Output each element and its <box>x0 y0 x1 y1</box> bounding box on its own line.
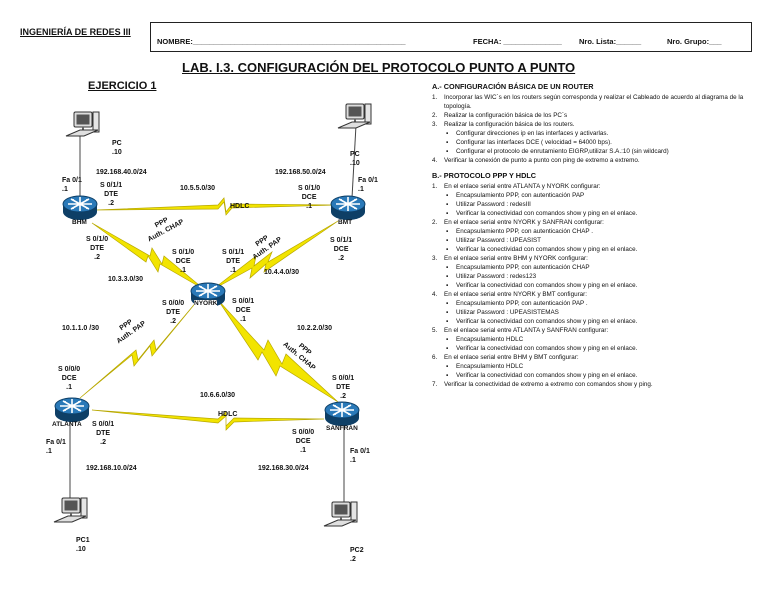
step-b5-sub: Encapsulamiento HDLC <box>432 335 762 344</box>
course-title: INGENIERÍA DE REDES III <box>20 27 131 37</box>
step-b4-sub: Encapsulamiento PPP, con autenticación P… <box>432 299 762 308</box>
interface-label: S 0/1/1 DTE .1 <box>222 249 245 274</box>
router-bhm-icon <box>62 195 98 221</box>
network-label: 10.6.6.0/30 <box>200 392 236 399</box>
step-b3-sub: Utilizar Password : redes123 <box>432 272 762 281</box>
pc-bmt-label: PC .10 <box>350 151 360 167</box>
step-b2-sub: Encapsulamiento PPP, con autenticación C… <box>432 227 762 236</box>
pc-bhm-icon <box>65 111 100 137</box>
pc-bhm-label: PC .10 <box>112 140 122 156</box>
interface-label: S 0/0/0 DTE .2 <box>162 300 185 325</box>
step-b2-sub: Utilizar Password : UPEASIST <box>432 236 762 245</box>
step-b5: 5.En el enlace serial entre ATLANTA y SA… <box>432 327 609 334</box>
nombre-field[interactable]: NOMBRE:_________________________________… <box>157 37 406 46</box>
interface-label: S 0/0/1 DTE .2 <box>332 375 355 400</box>
network-label: 192.168.50.0/24 <box>275 169 326 176</box>
step-b6-sub: Encapsulamiento HDLC <box>432 362 762 371</box>
step-b1-sub: Encapsulamiento PPP, con autenticación P… <box>432 191 762 200</box>
instructions-panel: A.- CONFIGURACIÓN BÁSICA DE UN ROUTER 1.… <box>432 82 762 389</box>
step-a3-sub: Configurar las interfaces DCE ( velocida… <box>432 138 762 147</box>
interface-label: Fa 0/1 .1 <box>46 439 66 455</box>
network-label: 192.168.10.0/24 <box>86 465 137 472</box>
step-b4-sub: Verificar la conectividad con comandos s… <box>432 317 762 326</box>
interface-label: S 0/0/1 DTE .2 <box>92 421 115 446</box>
step-b2: 2.En el enlace serial entre NYORK y SANF… <box>432 219 604 226</box>
pc-sanfran-icon <box>323 501 358 527</box>
ethernet-links <box>69 124 357 505</box>
network-label: 10.5.5.0/30 <box>180 185 216 192</box>
step-b7: 7.Verificar la conectividad de extremo a… <box>432 381 653 388</box>
step-b1-sub: Utilizar Password : redesIII <box>432 200 762 209</box>
lista-field[interactable]: Nro. Lista:______ <box>579 37 642 46</box>
router-nyork-label: NYORK <box>194 300 218 307</box>
network-label: 10.2.2.0/30 <box>297 325 333 332</box>
router-bhm-label: BHM <box>72 219 87 226</box>
interface-label: S 0/1/1 DTE .2 <box>100 182 123 207</box>
network-diagram <box>53 103 372 527</box>
student-info-box: NOMBRE:_________________________________… <box>150 22 752 52</box>
step-b2-sub: Verificar la conectividad con comandos s… <box>432 245 762 254</box>
lab-title: LAB. I.3. CONFIGURACIÓN DEL PROTOCOLO PU… <box>182 60 576 75</box>
link-label: HDLC <box>218 411 238 418</box>
step-b4-sub: Utilizar Password : UPEASISTEMAS <box>432 308 762 317</box>
interface-label: Fa 0/1 .1 <box>62 177 82 193</box>
pc-atlanta-icon <box>53 497 88 523</box>
step-b3: 3.En el enlace serial entre BHM y NYORK … <box>432 255 588 262</box>
network-label: 10.1.1.0 /30 <box>62 325 99 332</box>
router-bmt-icon <box>330 195 366 221</box>
fecha-field[interactable]: FECHA: ______________ <box>473 37 562 46</box>
router-bmt-label: BMT <box>338 219 353 226</box>
interface-label: S 0/0/1 DCE .1 <box>232 298 255 323</box>
interface-label: S 0/1/1 DCE .2 <box>330 237 353 262</box>
interface-label: S 0/0/0 DCE .1 <box>58 366 81 391</box>
section-b-heading: B.- PROTOCOLO PPP Y HDLC <box>432 171 537 180</box>
section-a-heading: A.- CONFIGURACIÓN BÁSICA DE UN ROUTER <box>432 82 594 91</box>
router-sanfran-icon <box>324 401 360 427</box>
step-a1: 1.Incorporar las WIC´s en los routers se… <box>432 94 744 110</box>
link-label: HDLC <box>230 203 250 210</box>
step-b6-sub: Verificar la conectividad con comandos s… <box>432 371 762 380</box>
ethernet-bmt-pc <box>351 124 357 199</box>
pc-sanfran-label: PC2 .2 <box>350 547 364 563</box>
network-label: 192.168.40.0/24 <box>96 169 147 176</box>
step-a2: 2.Realizar la configuración básica de lo… <box>432 112 568 119</box>
exercise-heading: EJERCICIO 1 <box>88 80 157 92</box>
step-b3-sub: Encapsulamiento PPP, con autenticación C… <box>432 263 762 272</box>
grupo-field[interactable]: Nro. Grupo:___ <box>667 37 722 46</box>
pc-atlanta-label: PC1 .10 <box>76 537 90 553</box>
interface-label: Fa 0/1 .1 <box>358 177 378 193</box>
step-b3-sub: Verificar la conectividad con comandos s… <box>432 281 762 290</box>
network-label: 192.168.30.0/24 <box>258 465 309 472</box>
network-label: 10.3.3.0/30 <box>108 276 144 283</box>
interface-label: Fa 0/1 .1 <box>350 448 370 464</box>
router-atlanta-label: ATLANTA <box>52 421 82 428</box>
step-a3-sub: Configurar direcciones ip en las interfa… <box>432 129 762 138</box>
interface-label: S 0/1/0 DCE .1 <box>172 249 195 274</box>
step-b1: 1.En el enlace serial entre ATLANTA y NY… <box>432 183 601 190</box>
step-b4: 4.En el enlace serial entre NYORK y BMT … <box>432 291 588 298</box>
step-a3-sub: Configurar el protocolo de enrutamiento … <box>432 147 762 156</box>
serial-atlanta-sanfran <box>91 409 325 431</box>
network-label: 10.4.4.0/30 <box>264 269 300 276</box>
step-b1-sub: Verificar la conectividad con comandos s… <box>432 209 762 218</box>
router-sanfran-label: SANFRAN <box>326 425 358 432</box>
step-a3: 3.Realizar la configuración básica de lo… <box>432 121 575 128</box>
step-b6: 6.En el enlace serial entre BHM y BMT co… <box>432 354 579 361</box>
step-a4: 4.Verificar la conexión de punto a punto… <box>432 157 640 164</box>
pc-bmt-icon <box>337 103 372 129</box>
interface-label: S 0/1/0 DTE .2 <box>86 236 109 261</box>
interface-label: S 0/0/0 DCE .1 <box>292 429 315 454</box>
router-atlanta-icon <box>54 397 90 423</box>
step-b5-sub: Verificar la conectividad con comandos s… <box>432 344 762 353</box>
interface-label: S 0/1/0 DCE .1 <box>298 185 321 210</box>
